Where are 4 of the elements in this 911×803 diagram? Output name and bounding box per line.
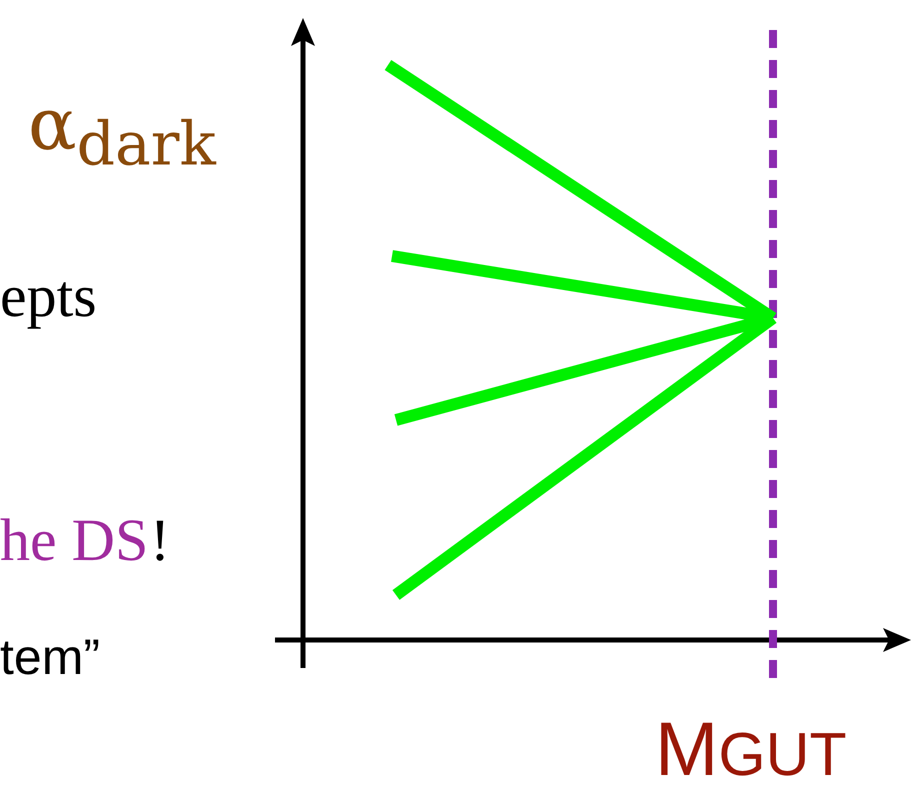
text-fragment: he DS xyxy=(0,510,148,570)
coupling-label: α$_{dark}$ xyxy=(28,88,216,174)
text-fragment: tem” xyxy=(0,632,100,682)
text-fragment: ! xyxy=(150,510,170,570)
